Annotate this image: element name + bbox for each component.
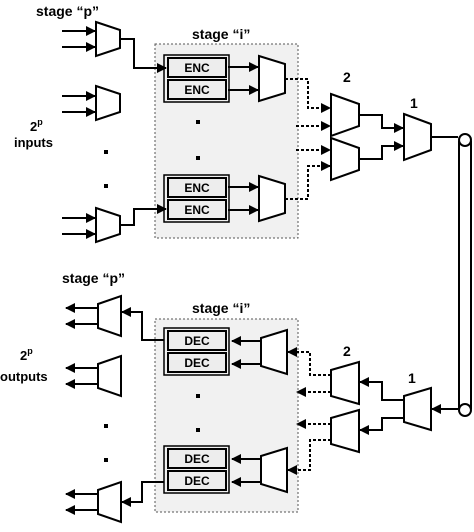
encoder-level-2-label: 2 xyxy=(343,69,351,85)
enc-block-2-label: ENC xyxy=(184,83,210,97)
encoder-level-1-label: 1 xyxy=(410,95,418,111)
encoder-stage-i-label: stage “i” xyxy=(192,26,250,42)
dec-block-1 xyxy=(167,330,227,351)
dec-block-2-label: DEC xyxy=(184,356,210,370)
decoder-p-demux-1 xyxy=(97,294,122,338)
link-top-cap xyxy=(458,133,472,147)
decoder-output-ellipsis xyxy=(104,424,108,462)
decoder-level-1-label: 1 xyxy=(408,370,416,386)
dec-block-group-2: DEC DEC xyxy=(163,445,230,494)
encoder-stage-p-muxes xyxy=(95,20,121,244)
enc-block-group-1: ENC ENC xyxy=(163,54,230,103)
encoder-i-mux-2 xyxy=(258,174,286,223)
enc-block-1 xyxy=(167,57,227,78)
encoder-i-mux-1 xyxy=(258,54,286,103)
decoder-stage-i-label: stage “i” xyxy=(192,300,250,316)
decoder-stage-p-label: stage “p” xyxy=(62,270,125,286)
dec-block-3 xyxy=(167,448,227,469)
encoder-section: stage “p” stage “i” 2p inputs xyxy=(14,3,458,244)
encoder-p-mux-3 xyxy=(95,206,121,244)
decoder-output-arrows xyxy=(65,303,98,515)
enc-block-2 xyxy=(167,79,227,100)
decoder-i-demux-2 xyxy=(260,446,288,494)
decoder-p-demux-3 xyxy=(97,480,122,524)
decoder-level-2-label: 2 xyxy=(343,343,351,359)
enc-block-3 xyxy=(167,177,227,198)
enc-block-group-2: ENC ENC xyxy=(163,174,230,223)
encoder-level2-mux-1 xyxy=(330,92,360,138)
enc-block-4-label: ENC xyxy=(184,203,210,217)
serial-link xyxy=(458,133,472,417)
encoder-input-ellipsis xyxy=(104,150,108,188)
dec-block-3-label: DEC xyxy=(184,452,210,466)
enc-block-1-label: ENC xyxy=(184,61,210,75)
encoder-p-mux-2 xyxy=(95,84,121,122)
dec-block-group-1: DEC DEC xyxy=(163,327,230,376)
decoder-section: stage “p” stage “i” 1 2 DEC xyxy=(0,270,458,524)
dec-block-4-label: DEC xyxy=(184,474,210,488)
inputs-word-label: inputs xyxy=(14,135,53,150)
dec-block-1-label: DEC xyxy=(184,334,210,348)
dec-block-4 xyxy=(167,470,227,491)
enc-block-4 xyxy=(167,199,227,220)
decoder-level2-demux-1 xyxy=(330,360,360,406)
encoder-level2-mux-2 xyxy=(330,136,360,182)
decoder-level2-demux-2 xyxy=(330,408,360,454)
outputs-word-label: outputs xyxy=(0,369,48,384)
enc-ellipsis xyxy=(196,120,200,160)
decoder-i-demux-1 xyxy=(260,328,288,376)
encoder-stage-p-label: stage “p” xyxy=(36,3,99,19)
outputs-count-label: 2p xyxy=(20,346,33,363)
enc-block-3-label: ENC xyxy=(184,181,210,195)
inputs-count-label: 2p xyxy=(30,117,43,134)
dec-ellipsis xyxy=(196,394,200,432)
decoder-level1-demux xyxy=(403,386,432,432)
encoder-input-arrows xyxy=(62,26,96,239)
link-channel xyxy=(458,141,472,409)
encoder-p-mux-1 xyxy=(95,20,121,58)
decoder-p-demux-2 xyxy=(97,354,122,398)
encoder-level1-mux xyxy=(403,112,432,162)
link-bottom-cap xyxy=(458,403,472,417)
dec-block-2 xyxy=(167,352,227,373)
